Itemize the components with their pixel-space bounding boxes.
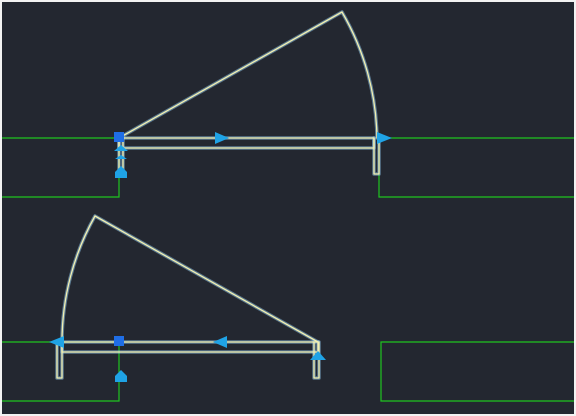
arrow-flip-icon[interactable] (215, 132, 229, 144)
door-bottom-frame-left (56, 341, 63, 379)
door-top[interactable] (114, 10, 392, 178)
square-grip-icon[interactable] (114, 336, 124, 346)
door-top-frame-right (373, 137, 380, 175)
triangle-flip-icon[interactable] (49, 336, 64, 348)
width-arrow-icon[interactable] (114, 145, 128, 151)
arrow-flip-icon[interactable] (213, 336, 227, 348)
width-arrow-icon[interactable] (310, 351, 326, 360)
wall-bottom-right[interactable] (380, 341, 574, 402)
triangle-flip-icon[interactable] (377, 132, 392, 144)
door-top-swing-line (118, 11, 343, 139)
door-bottom[interactable] (49, 214, 326, 382)
arrow-flip-icon[interactable] (115, 155, 127, 159)
house-grip-icon[interactable] (115, 166, 127, 178)
house-grip-icon[interactable] (115, 370, 127, 382)
door-top-swing-arc (341, 11, 378, 139)
door-bottom-swing-arc (61, 215, 96, 343)
door-bottom-swing-line (94, 215, 319, 343)
square-grip-icon[interactable] (114, 132, 124, 142)
